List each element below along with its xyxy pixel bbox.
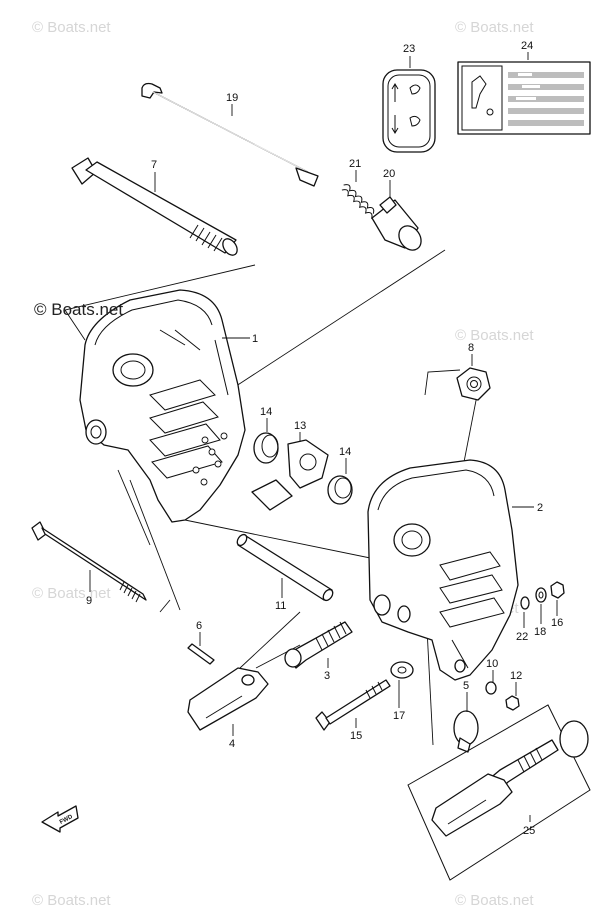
part-5-pad	[453, 710, 479, 753]
part-7-threaded-shaft	[71, 157, 238, 256]
callout-23: 23	[403, 43, 415, 55]
watermark-top-left: © Boats.net	[32, 19, 111, 36]
part-11-tube	[236, 533, 334, 602]
part-10-washer	[485, 681, 497, 695]
watermark-dark-overlay: © Boats.net	[34, 300, 123, 319]
part-21-spring	[341, 184, 375, 219]
part-24-label	[457, 61, 591, 135]
part-1-stern-bracket	[79, 289, 246, 523]
part-16-nut	[550, 581, 565, 599]
watermark-top-right: © Boats.net	[455, 19, 534, 36]
callout-2: 2	[537, 502, 543, 514]
fwd-arrow-icon: FWD	[41, 805, 79, 833]
part-25-clamp-screw-assembly	[407, 704, 591, 881]
part-22-washer	[520, 596, 530, 610]
callout-25: 25	[523, 825, 535, 837]
part-4-clamp-handle	[187, 667, 269, 731]
callout-19: 19	[226, 92, 238, 104]
callout-21: 21	[349, 158, 361, 170]
watermark-bottom-left: © Boats.net	[32, 892, 111, 909]
part-6-pin	[187, 643, 215, 665]
part-3-threaded-rod	[284, 621, 353, 669]
callout-10: 10	[486, 658, 498, 670]
callout-18: 18	[534, 626, 546, 638]
callout-8: 8	[468, 342, 474, 354]
callout-5: 5	[463, 680, 469, 692]
callout-7: 7	[151, 159, 157, 171]
callout-14-upper: 14	[260, 406, 272, 418]
watermark-group: © Boats.net © Boats.net © Boats.net © Bo…	[32, 19, 534, 909]
callout-16: 16	[551, 617, 563, 629]
callout-22: 22	[516, 631, 528, 643]
callout-24: 24	[521, 40, 533, 52]
callout-leaders	[89, 52, 558, 822]
part-23-decal	[382, 69, 436, 153]
part-9-long-bolt	[31, 521, 147, 603]
part-2-stern-bracket	[367, 459, 519, 681]
part-15-bolt	[315, 679, 391, 731]
callout-9: 9	[86, 595, 92, 607]
callout-12: 12	[510, 670, 522, 682]
callout-13: 13	[294, 420, 306, 432]
callout-14-lower: 14	[339, 446, 351, 458]
part-8-nut	[456, 367, 491, 401]
watermark-bottom-right: © Boats.net	[455, 892, 534, 909]
callout-6: 6	[196, 620, 202, 632]
callout-numbers: 19 7 23 24 21 20 1 8 14 13 14 2 9 11 6 3…	[86, 40, 563, 837]
part-14-bushing-upper	[253, 432, 279, 464]
part-19-rod	[141, 82, 319, 187]
callout-4: 4	[229, 738, 235, 750]
part-14-bushing-lower	[327, 475, 353, 505]
part-20-plunger	[371, 196, 422, 251]
callout-17: 17	[393, 710, 405, 722]
callout-15: 15	[350, 730, 362, 742]
callout-1: 1	[252, 333, 258, 345]
part-13-lock-plate	[251, 439, 329, 511]
part-12-nut	[505, 695, 520, 711]
callout-11: 11	[275, 600, 286, 612]
part-17-washer	[390, 661, 414, 679]
callout-20: 20	[383, 168, 395, 180]
part-18-washer	[535, 587, 547, 603]
watermark-mid-right: © Boats.net	[455, 327, 534, 344]
watermark-lower-left: © Boats.net	[32, 585, 111, 602]
callout-3: 3	[324, 670, 330, 682]
